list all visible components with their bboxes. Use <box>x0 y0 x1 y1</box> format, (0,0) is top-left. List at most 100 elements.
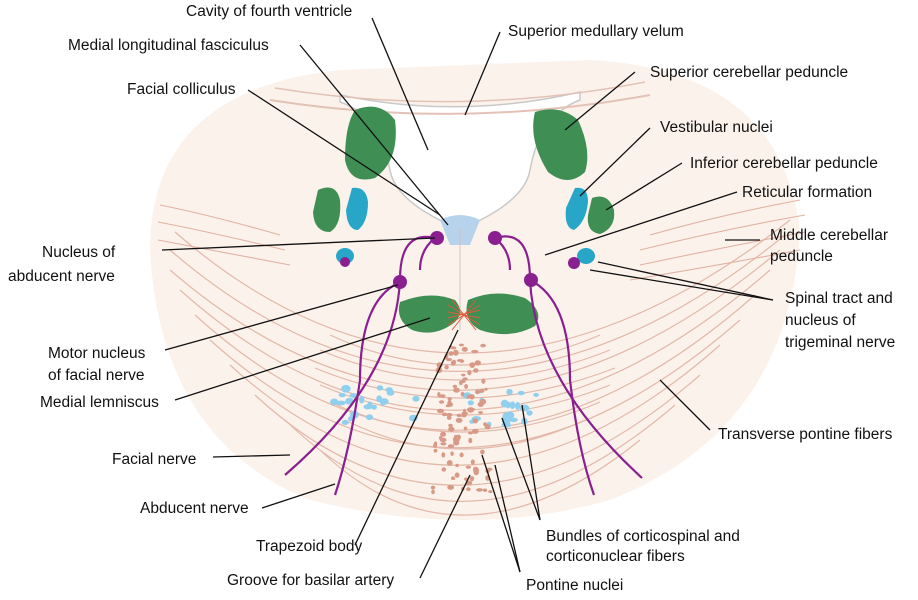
pontine-nucleus-dot <box>447 400 451 406</box>
pontine-nucleus-dot <box>478 411 483 414</box>
label-inferior-cerebellar-peduncle: Inferior cerebellar peduncle <box>690 155 878 172</box>
corticospinal-dot <box>342 420 349 425</box>
label-middle-cerebellar-line2: peduncle <box>770 248 833 265</box>
pontine-nucleus-dot <box>461 414 467 417</box>
corticospinal-dot <box>387 390 395 396</box>
label-medial-longitudinal-fasciculus: Medial longitudinal fasciculus <box>68 37 269 54</box>
pontine-nucleus-dot <box>456 418 463 423</box>
pontine-nucleus-dot <box>457 359 463 362</box>
pontine-nucleus-dot <box>431 490 435 495</box>
pontine-nucleus-dot <box>488 490 492 493</box>
pontine-nucleus-dot <box>442 467 447 471</box>
corticospinal-dot <box>341 385 351 393</box>
label-facial-colliculus: Facial colliculus <box>127 81 236 98</box>
corticospinal-dot <box>533 393 539 397</box>
spinal-nucleus-dot-right <box>568 257 580 269</box>
pontine-nucleus-dot <box>470 476 475 481</box>
pontine-nucleus-dot <box>470 362 476 368</box>
label-motor-nucleus-line1: Motor nucleus <box>48 345 146 362</box>
corticospinal-dot <box>518 391 525 395</box>
label-reticular-formation: Reticular formation <box>742 184 872 201</box>
pontine-nucleus-dot <box>449 351 454 356</box>
pontine-nucleus-dot <box>467 370 471 375</box>
abducent-nucleus-right <box>488 231 502 245</box>
corticospinal-dot <box>380 398 389 405</box>
label-nucleus-abducent-line2: abducent nerve <box>8 268 115 285</box>
pontine-nucleus-dot <box>431 486 435 490</box>
pontine-nucleus-dot <box>457 414 462 417</box>
pontine-nucleus-dot <box>455 464 459 467</box>
pontine-nucleus-dot <box>448 444 454 448</box>
corticospinal-dot <box>366 414 373 420</box>
pontine-nucleus-dot <box>453 388 460 393</box>
pontine-nucleus-dot <box>434 449 438 453</box>
pontine-nucleus-dot <box>472 429 479 434</box>
pontine-nucleus-dot <box>466 487 471 491</box>
label-middle-cerebellar-line1: Middle cerebellar <box>770 227 888 244</box>
label-medial-lemniscus: Medial lemniscus <box>40 394 159 411</box>
label-trapezoid-body: Trapezoid body <box>256 538 363 555</box>
pontine-nucleus-dot <box>461 392 465 397</box>
pontine-nucleus-dot <box>469 408 475 411</box>
pontine-nucleus-dot <box>480 344 486 348</box>
pontine-nucleus-dot <box>440 394 446 397</box>
spinal-nucleus-dot-left <box>340 257 350 267</box>
pontine-nucleus-dot <box>466 466 471 469</box>
pontine-nucleus-dot <box>440 432 446 437</box>
corticospinal-dot <box>339 393 346 397</box>
pontine-nucleus-dot <box>460 381 463 384</box>
pontine-nucleus-dot <box>476 488 483 492</box>
label-groove-basilar-artery: Groove for basilar artery <box>227 572 394 589</box>
pontine-nucleus-dot <box>447 460 453 466</box>
pontine-nucleus-dot <box>480 450 485 455</box>
pontine-nucleus-dot <box>444 365 448 369</box>
pontine-nucleus-dot <box>481 379 485 384</box>
label-spinal-tract-line2: nucleus of <box>785 312 856 329</box>
pontine-nucleus-dot <box>448 397 452 400</box>
motor-facial-nucleus-right <box>524 273 538 287</box>
pontine-nucleus-dot <box>463 409 466 414</box>
label-transverse-pontine-fibers: Transverse pontine fibers <box>718 426 893 443</box>
motor-facial-nucleus-left <box>393 275 407 289</box>
corticospinal-dot <box>468 400 474 405</box>
inferior-cerebellar-peduncle-left <box>313 188 340 232</box>
corticospinal-dot <box>501 400 509 408</box>
pontine-nucleus-dot <box>450 452 453 456</box>
label-nucleus-abducent-line1: Nucleus of <box>42 244 116 261</box>
pontine-nucleus-dot <box>468 438 472 443</box>
corticospinal-dot <box>506 389 512 395</box>
label-spinal-tract-line3: trigeminal nerve <box>785 334 895 351</box>
pontine-nucleus-dot <box>437 409 444 414</box>
pontine-nucleus-dot <box>464 427 468 431</box>
pontine-nucleus-dot <box>440 442 446 445</box>
pontine-nucleus-dot <box>462 377 468 380</box>
pontine-nucleus-dot <box>451 476 455 480</box>
pontine-nucleus-dot <box>441 452 445 457</box>
label-abducent-nerve: Abducent nerve <box>140 500 249 517</box>
pontine-nucleus-dot <box>473 418 479 423</box>
pontine-nucleus-dot <box>471 350 478 353</box>
pontine-nucleus-dot <box>453 438 460 441</box>
pontine-nucleus-dot <box>433 443 437 448</box>
corticospinal-dot <box>377 385 384 390</box>
pontine-nucleus-dot <box>475 390 480 394</box>
pontine-nucleus-dot <box>448 427 454 432</box>
corticospinal-dot <box>515 402 520 410</box>
pontine-nucleus-dot <box>439 400 444 404</box>
corticospinal-dot <box>520 405 530 412</box>
pontine-nucleus-dot <box>471 459 475 464</box>
pontine-nucleus-dot <box>464 384 468 389</box>
pontine-nucleus-dot <box>446 413 452 417</box>
pontine-nucleus-dot <box>459 344 464 347</box>
pontine-nucleus-dot <box>447 485 454 490</box>
label-pontine-nuclei: Pontine nuclei <box>526 577 623 594</box>
label-superior-medullary-velum: Superior medullary velum <box>508 23 684 40</box>
pontine-nucleus-dot <box>485 388 488 391</box>
label-bundles-line1: Bundles of corticospinal and <box>546 528 740 545</box>
label-spinal-tract-line1: Spinal tract and <box>785 290 893 307</box>
pontine-nucleus-dot <box>460 453 464 458</box>
pontine-nucleus-dot <box>473 468 479 473</box>
pontine-nucleus-dot <box>469 394 474 399</box>
pontine-nucleus-dot <box>473 368 478 373</box>
